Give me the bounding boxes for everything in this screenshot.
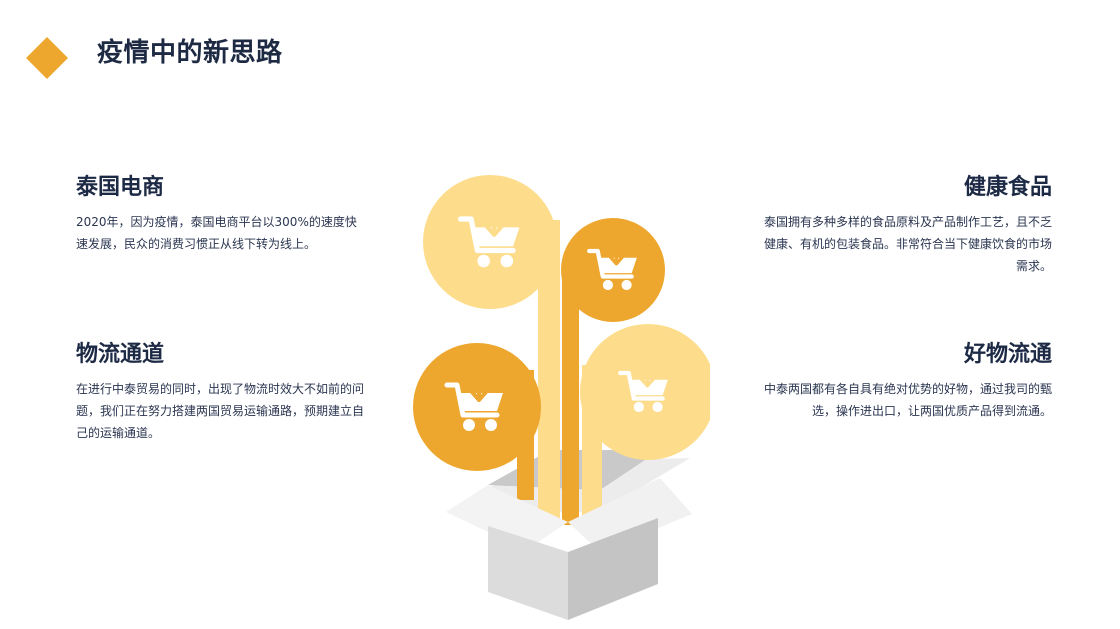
section-goods-circulation: 好物流通 中泰两国都有各自具有绝对优势的好物，通过我司的甄选，操作进出口，让两国… [762,342,1052,422]
section-logistics: 物流通道 在进行中泰贸易的同时，出现了物流时效大不如前的问题，我们正在努力搭建两… [76,342,366,444]
section-body: 2020年，因为疫情，泰国电商平台以300%的速度快速发展，民众的消费习惯正从线… [76,215,357,252]
section-title: 泰国电商 [76,175,165,200]
header-diamond-icon [26,37,68,79]
section-body: 中泰两国都有各自具有绝对优势的好物，通过我司的甄选，操作进出口，让两国优质产品得… [763,382,1052,419]
shopping-cart-download-icon [447,377,503,431]
section-body: 泰国拥有多种多样的食品原料及产品制作工艺，且不乏健康、有机的包装食品。非常符合当… [763,215,1052,274]
stem-light-left [538,220,560,520]
section-healthy-food: 健康食品 泰国拥有多种多样的食品原料及产品制作工艺，且不乏健康、有机的包装食品。… [762,175,1052,277]
shopping-cart-download-icon [461,210,520,268]
stem-dark-right [562,265,579,525]
box-front-left [488,526,568,620]
box-front-right [568,518,658,620]
section-body: 在进行中泰贸易的同时，出现了物流时效大不如前的问题，我们正在努力搭建两国贸易运输… [76,382,365,441]
section-title: 物流通道 [76,342,165,367]
box-right-flap [568,478,692,552]
box-left-flap [446,485,568,550]
box-illustration [400,160,710,629]
shopping-cart-download-icon [589,244,637,290]
section-title: 健康食品 [963,175,1052,200]
section-title: 好物流通 [963,342,1052,367]
section-thai-ecommerce: 泰国电商 2020年，因为疫情，泰国电商平台以300%的速度快速发展，民众的消费… [76,175,366,255]
shopping-cart-download-icon [620,366,668,412]
page-title: 疫情中的新思路 [97,38,283,68]
